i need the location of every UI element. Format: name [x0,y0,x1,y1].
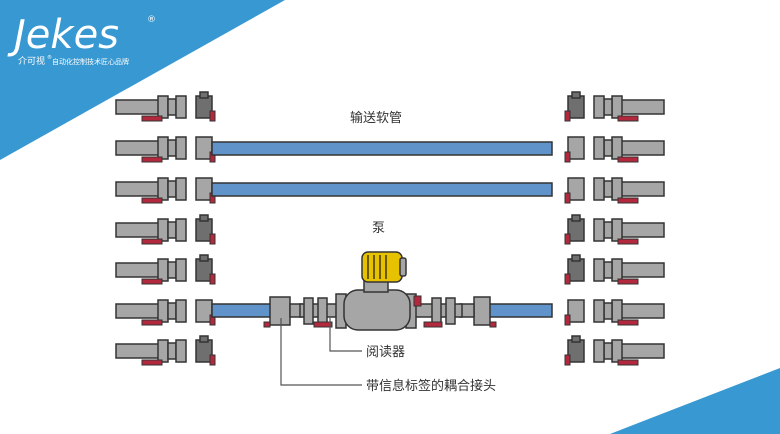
coupling-label: 带信息标签的耦合接头 [366,378,496,394]
pump-body [343,289,411,331]
port-assembly [115,214,216,245]
port-assembly [115,299,216,326]
reader-label: 阅读器 [366,345,405,360]
tagline-text: 自动化控制技术匠心品牌 [52,57,129,66]
reader-leader-line [329,318,362,352]
tagline-name: 介可视 [18,55,45,67]
port-assembly [564,214,665,245]
port-assembly [564,91,665,122]
hose-row-3 [211,182,553,197]
port-assembly [115,136,216,163]
hose-row-6-left [211,303,273,318]
tagged-coupling-right [459,296,491,326]
port-assembly [564,177,665,204]
coupling-tag [413,295,422,307]
hose-row-2 [211,141,553,156]
coupling-tag [313,321,333,328]
tagged-coupling-left [269,296,303,326]
port-assembly [564,299,665,326]
transfer-hoses [211,141,553,197]
coupling-leader-line [280,318,362,386]
coupling-tag [263,321,271,328]
port-assembly [564,335,665,366]
top-left-corner-band [0,0,285,160]
left-port-column [115,91,216,366]
logo-registered-mark: ® [147,15,156,25]
port-assembly [115,254,216,285]
bottom-right-corner-band [610,368,780,434]
logo-wordmark: Jekes [7,12,119,58]
pump-label: 泵 [372,221,385,236]
pump-assembly [263,251,497,331]
coupling-tag [423,321,443,328]
port-assembly [115,91,216,122]
hose-row-6-right [487,303,553,318]
port-assembly [564,254,665,285]
port-assembly [564,136,665,163]
right-port-column [564,91,665,366]
port-assembly [115,335,216,366]
port-assembly [115,177,216,204]
coupling-tag [489,321,497,328]
brand-logo: Jekes ® 介可视 ® 自动化控制技术匠心品牌 [7,12,156,67]
tagline-mark: ® [47,54,52,61]
hose-label: 输送软管 [350,110,402,126]
